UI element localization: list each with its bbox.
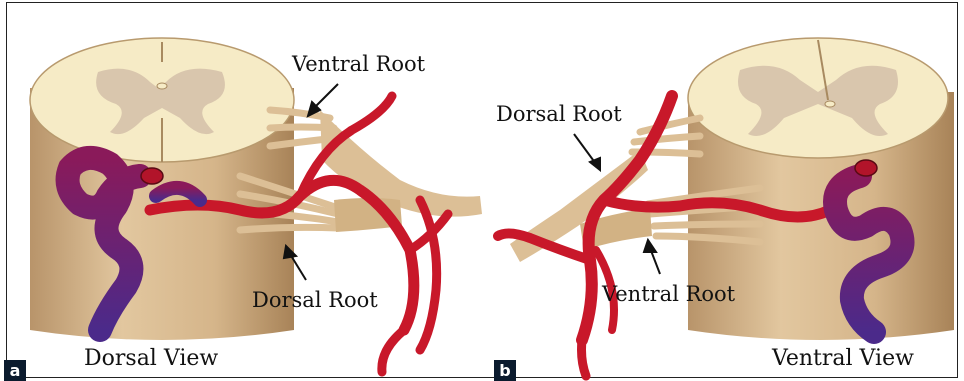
panel-b-drawing	[498, 38, 954, 376]
panel-b-tag: b	[494, 360, 516, 381]
dorsal-root-label-b: Dorsal Root	[496, 102, 622, 126]
dorsal-root-label: Dorsal Root	[252, 288, 378, 312]
vessel-cut-end-b	[855, 160, 877, 176]
ventral-root-label: Ventral Root	[292, 52, 425, 76]
nerve-trunk	[320, 110, 482, 232]
ventral-view-caption: Ventral View	[772, 346, 914, 371]
ventral-root-arrow	[308, 84, 338, 116]
cord-cross-section	[30, 38, 294, 162]
dorsal-root-arrow-b	[574, 134, 600, 170]
panel-a-tag: a	[4, 360, 26, 381]
ventral-root-arrow-b	[644, 240, 660, 274]
ventral-root-label-b: Ventral Root	[602, 282, 735, 306]
vessel-cut-end	[141, 168, 163, 184]
dorsal-view-caption: Dorsal View	[84, 346, 218, 371]
cord-cross-section-b	[688, 38, 948, 158]
panel-a-drawing	[30, 38, 482, 372]
